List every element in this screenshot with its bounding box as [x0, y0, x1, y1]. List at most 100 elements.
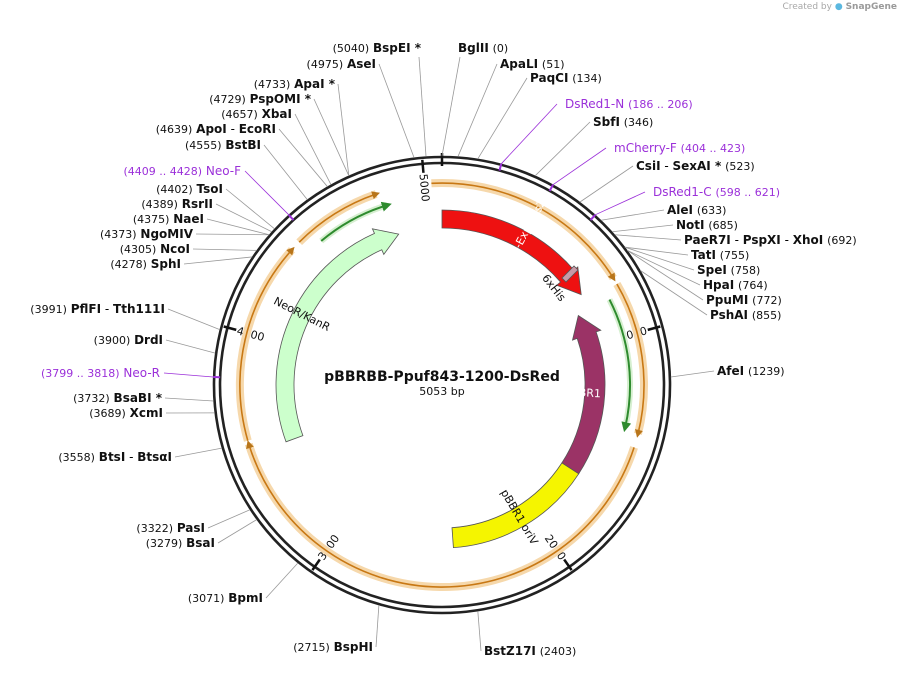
site-leader: [601, 209, 665, 221]
site-label: AleI (633): [667, 203, 726, 217]
site-leader: [614, 234, 682, 241]
site-leader: [215, 203, 272, 233]
snapgene-logo-icon: ●: [834, 2, 843, 12]
tick-mark: [647, 325, 661, 332]
site-label: (3322) PasI: [136, 521, 205, 535]
site-label: (4657) XbaI: [221, 107, 292, 121]
site-leader: [579, 165, 634, 203]
site-label: (4278) SphI: [110, 257, 181, 271]
feature-label: pBBR1 Rep: [564, 385, 626, 401]
primer-leader: [163, 372, 214, 378]
site-label: (3071) BpmI: [188, 591, 263, 605]
feature-dsred-express2: [441, 209, 582, 296]
site-leader: [313, 98, 350, 176]
site-label: BglII (0): [458, 41, 508, 55]
site-leader: [225, 188, 275, 230]
orf-arc-halo: [296, 190, 378, 246]
site-label: (4305) NcoI: [120, 242, 190, 256]
site-label: SbfI (346): [593, 115, 653, 129]
site-label: (4729) PspOMI *: [209, 92, 312, 106]
primer-leader: [552, 147, 607, 186]
primer-leader: [500, 103, 558, 165]
site-label: (4975) AseI: [307, 57, 376, 71]
site-label: AfeI (1239): [717, 364, 785, 378]
credit-brand: SnapGene: [845, 2, 897, 12]
site-label: PshAI (855): [710, 308, 781, 322]
primer-label: DsRed1-C (598 .. 621): [653, 185, 780, 199]
site-leader: [624, 246, 695, 271]
plasmid-name: pBBRBB-Ppuf843-1200-DsRed: [324, 369, 560, 385]
orf-arc: [239, 246, 295, 441]
feature-neor-kanr: [275, 228, 400, 443]
site-label: SpeI (758): [697, 263, 760, 277]
site-leader: [457, 63, 498, 157]
site-leader: [627, 250, 701, 286]
site-label: (4375) NaeI: [133, 212, 204, 226]
site-label: (4555) BstBI: [185, 138, 261, 152]
site-label: (4733) ApaI *: [254, 77, 336, 91]
green-arc-halo: [606, 298, 634, 428]
orf-arc: [246, 440, 635, 588]
green-arc: [608, 299, 632, 433]
site-label: NotI (685): [676, 218, 738, 232]
site-leader: [165, 339, 216, 354]
site-label: PaeR7I - PspXI - XhoI (692): [684, 233, 857, 247]
site-leader: [477, 611, 482, 652]
site-label: (4389) RsrII: [141, 197, 213, 211]
site-leader: [278, 128, 328, 187]
tick-mark: [563, 558, 573, 571]
primer-site-mark: [498, 163, 503, 171]
orf-arc: [298, 191, 380, 243]
tick-label: 5000: [417, 173, 432, 202]
site-leader: [265, 562, 299, 599]
site-leader: [174, 447, 222, 458]
site-label: ApaLI (51): [500, 57, 565, 71]
site-label: BstZ17I (2403): [484, 644, 576, 658]
site-leader: [164, 397, 214, 402]
site-label: (3732) BsaBI *: [73, 391, 163, 405]
orf-arc: [431, 182, 616, 282]
site-label: CsiI - SexAI * (523): [636, 159, 755, 173]
orf-arc: [616, 283, 645, 438]
primer-site-mark: [589, 214, 596, 221]
site-leader: [624, 246, 689, 256]
site-leader: [670, 370, 715, 378]
primer-leader: [244, 170, 290, 216]
site-label: (4373) NgoMIV: [100, 227, 194, 241]
feature-6xhis: [561, 265, 579, 283]
site-leader: [477, 77, 528, 160]
site-label: (3689) XcmI: [89, 406, 163, 420]
credit-prefix: Created by: [782, 2, 832, 12]
feature-pbbr1-rep: [561, 314, 606, 475]
primer-label: DsRed1-N (186 .. 206): [565, 97, 693, 111]
site-leader: [206, 218, 270, 236]
plasmid-length: 5053 bp: [419, 385, 464, 398]
site-leader: [337, 83, 350, 176]
green-arc: [320, 201, 392, 242]
tick-mark: [223, 325, 237, 332]
site-leader: [183, 256, 253, 265]
site-leader: [612, 224, 674, 233]
site-label: (3279) BsaI: [146, 536, 215, 550]
site-leader-lines: [163, 56, 715, 652]
site-label: (3558) BtsI - BtsαI: [58, 450, 172, 464]
feature-pbbr1-oriv: [451, 462, 580, 549]
site-leader: [534, 121, 591, 177]
site-leader: [192, 248, 257, 251]
site-label: PaqCI (134): [530, 71, 602, 85]
site-label: (4639) ApoI - EcoRI: [156, 122, 276, 136]
site-leader: [418, 56, 427, 157]
primer-leader: [595, 191, 646, 216]
site-label: (3900) DrdI: [94, 333, 163, 347]
site-label: PpuMI (772): [706, 293, 782, 307]
site-leader: [375, 605, 380, 648]
primer-label: mCherry-F (404 .. 423): [614, 141, 745, 155]
site-leader: [167, 308, 220, 330]
site-leader: [217, 519, 257, 544]
site-leader: [627, 250, 704, 301]
site-label: TatI (755): [691, 248, 749, 262]
site-leader: [195, 233, 270, 236]
site-leader: [263, 144, 308, 200]
site-leader: [294, 113, 332, 185]
